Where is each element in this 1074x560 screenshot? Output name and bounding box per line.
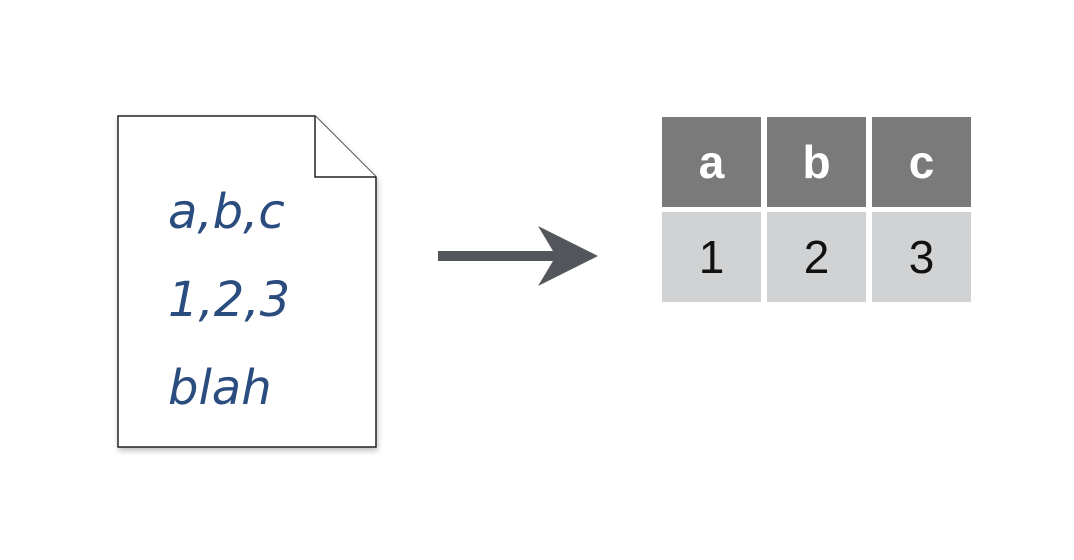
table-header-row: a b c (662, 117, 971, 212)
column-header: b (761, 117, 866, 212)
arrow-head (538, 226, 598, 286)
table-cell: 3 (866, 212, 971, 302)
table-cell: 2 (761, 212, 866, 302)
table-cell: 1 (662, 212, 761, 302)
column-header: c (866, 117, 971, 212)
column-header: a (662, 117, 761, 212)
document-folded-corner (314, 116, 376, 178)
data-table: a b c 1 2 3 (662, 117, 971, 302)
file-line: blah (168, 360, 272, 416)
table-row: 1 2 3 (662, 212, 971, 302)
document-icon (117, 115, 377, 448)
document-outline (117, 115, 377, 448)
file-line: 1,2,3 (168, 272, 291, 328)
file-line: a,b,c (168, 184, 285, 240)
arrow-right-icon (438, 226, 598, 286)
arrow-shaft (438, 251, 558, 261)
csv-file-document: a,b,c 1,2,3 blah (112, 110, 382, 455)
file-contents: a,b,c 1,2,3 blah (168, 168, 290, 432)
